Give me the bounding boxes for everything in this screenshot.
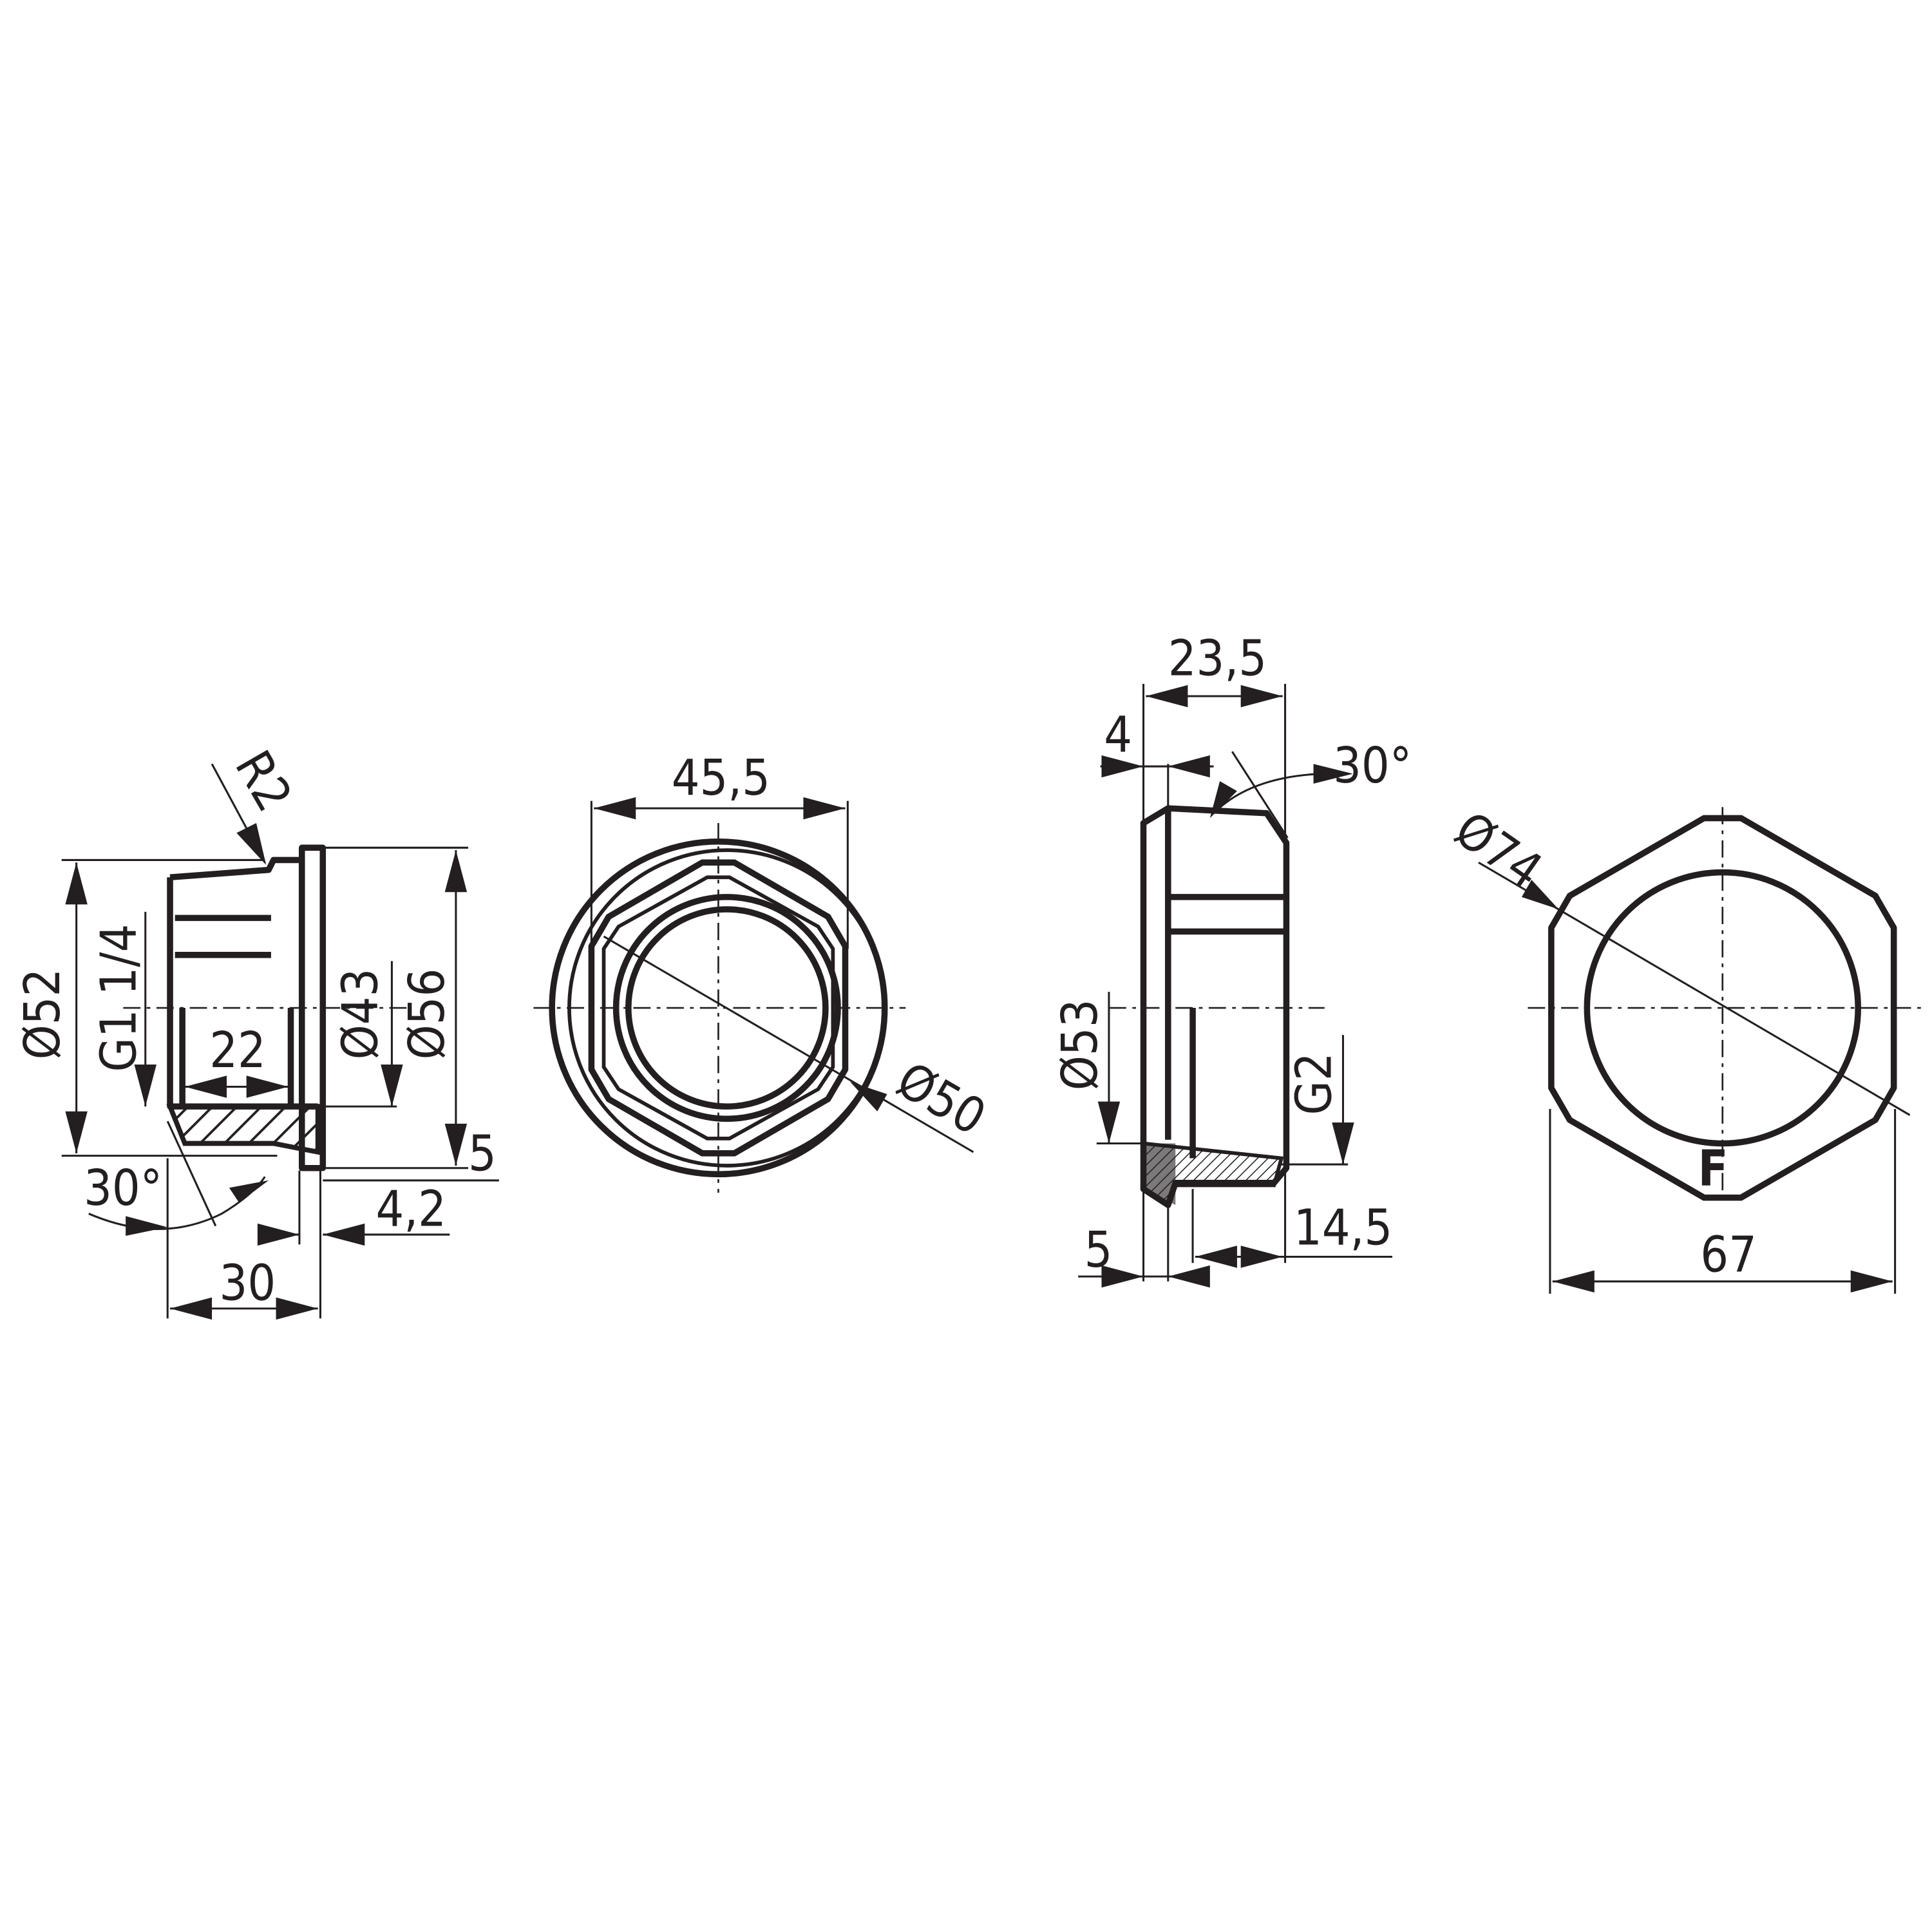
nut-front-view: Ø74 F 67 (1444, 801, 1922, 1294)
label-45-5: 45,5 (672, 750, 770, 807)
label-d52: Ø52 (14, 969, 71, 1060)
label-4: 4 (1104, 706, 1132, 764)
label-d53: Ø53 (1052, 999, 1109, 1090)
label-30: 30 (220, 1255, 276, 1312)
label-30-deg-nut: 30° (1333, 737, 1412, 795)
fitting-front-view: 45,5 Ø50 (533, 750, 995, 1193)
label-d50: Ø50 (887, 1052, 995, 1147)
label-22: 22 (209, 1022, 266, 1079)
label-d43: Ø43 (332, 969, 389, 1060)
label-30-deg: 30° (84, 1160, 162, 1217)
label-5: 5 (468, 1126, 497, 1183)
nut-side-view: 23,5 4 30° Ø53 G2 5 14,5 (1052, 630, 1412, 1288)
label-5-nut: 5 (1084, 1222, 1113, 1279)
label-d56: Ø56 (399, 969, 456, 1060)
fitting-side-view: R2 Ø52 G1 1/4 22 Ø43 Ø56 5 30° 4,2 30 (14, 741, 499, 1320)
label-14-5: 14,5 (1294, 1199, 1392, 1256)
label-23-5: 23,5 (1168, 630, 1267, 687)
label-f-mark: F (1698, 1141, 1728, 1198)
label-4-2: 4,2 (376, 1181, 446, 1238)
label-g1-1-4: G1 1/4 (90, 924, 147, 1072)
label-67: 67 (1700, 1226, 1757, 1283)
label-g2: G2 (1285, 1052, 1343, 1115)
